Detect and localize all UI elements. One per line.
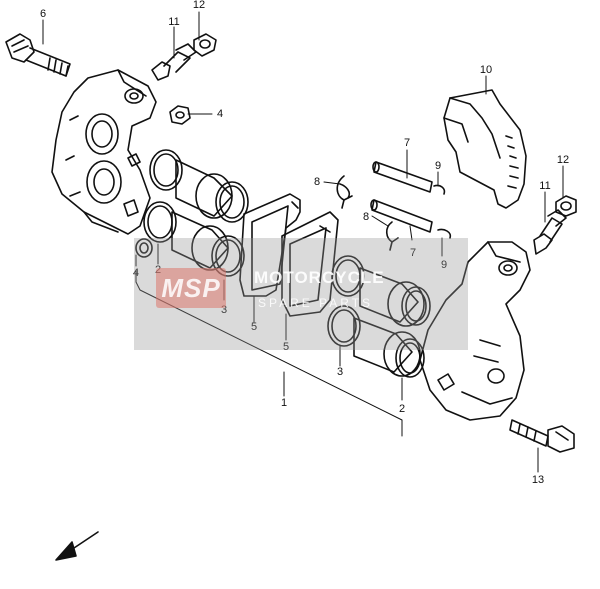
clip-9-top (433, 184, 446, 195)
pistons-3-left (171, 159, 249, 277)
callout-4: 4 (216, 108, 224, 120)
callout-11: 11 (539, 180, 551, 192)
callout-9: 9 (440, 259, 448, 271)
callout-7: 7 (403, 137, 411, 149)
leader-lines (42, 11, 564, 473)
clip-8-lower (385, 221, 399, 251)
callout-3: 3 (220, 304, 228, 316)
callout-2: 2 (398, 403, 406, 415)
washer-4-left (135, 238, 153, 258)
callout-12: 12 (556, 154, 570, 166)
cap-12-right (555, 195, 577, 217)
seals-3-right (327, 255, 365, 347)
callout-6: 6 (39, 8, 47, 20)
seals-2-left (143, 149, 183, 243)
pad-5-left (239, 193, 301, 297)
bleeder-11-right (533, 209, 567, 255)
pistons-right (353, 267, 425, 377)
callout-12: 12 (192, 0, 206, 11)
shim-10 (443, 89, 527, 209)
bolt-13 (509, 419, 575, 453)
nut-4-top (169, 105, 191, 125)
callout-5: 5 (282, 341, 290, 353)
caliper-right (419, 241, 531, 421)
cap-12-left (193, 33, 217, 57)
callout-3: 3 (336, 366, 344, 378)
callout-8: 8 (313, 176, 321, 188)
pad-5-right (281, 211, 339, 317)
callout-11: 11 (168, 16, 180, 28)
callout-4: 4 (132, 267, 140, 279)
callout-5: 5 (250, 321, 258, 333)
direction-arrow-icon (55, 531, 99, 561)
pin-7-lower (370, 199, 433, 233)
watermark: MSP MOTORCYCLE SPARE PARTS (134, 238, 468, 350)
bolt-6 (5, 33, 71, 77)
watermark-logo: MSP (156, 268, 226, 308)
bleeder-11-left (151, 43, 197, 81)
clip-8-top (336, 175, 353, 209)
callout-10: 10 (479, 64, 493, 76)
callout-9: 9 (434, 160, 442, 172)
callout-8: 8 (362, 211, 370, 223)
clip-9-lower (437, 228, 452, 239)
watermark-tagline: SPARE PARTS (258, 296, 374, 310)
caliper-left (51, 69, 157, 235)
callout-1: 1 (280, 397, 288, 409)
callout-7: 7 (409, 247, 417, 259)
callout-13: 13 (531, 474, 545, 486)
pin-7-top (372, 161, 433, 193)
watermark-brand: MOTORCYCLE (254, 268, 385, 287)
